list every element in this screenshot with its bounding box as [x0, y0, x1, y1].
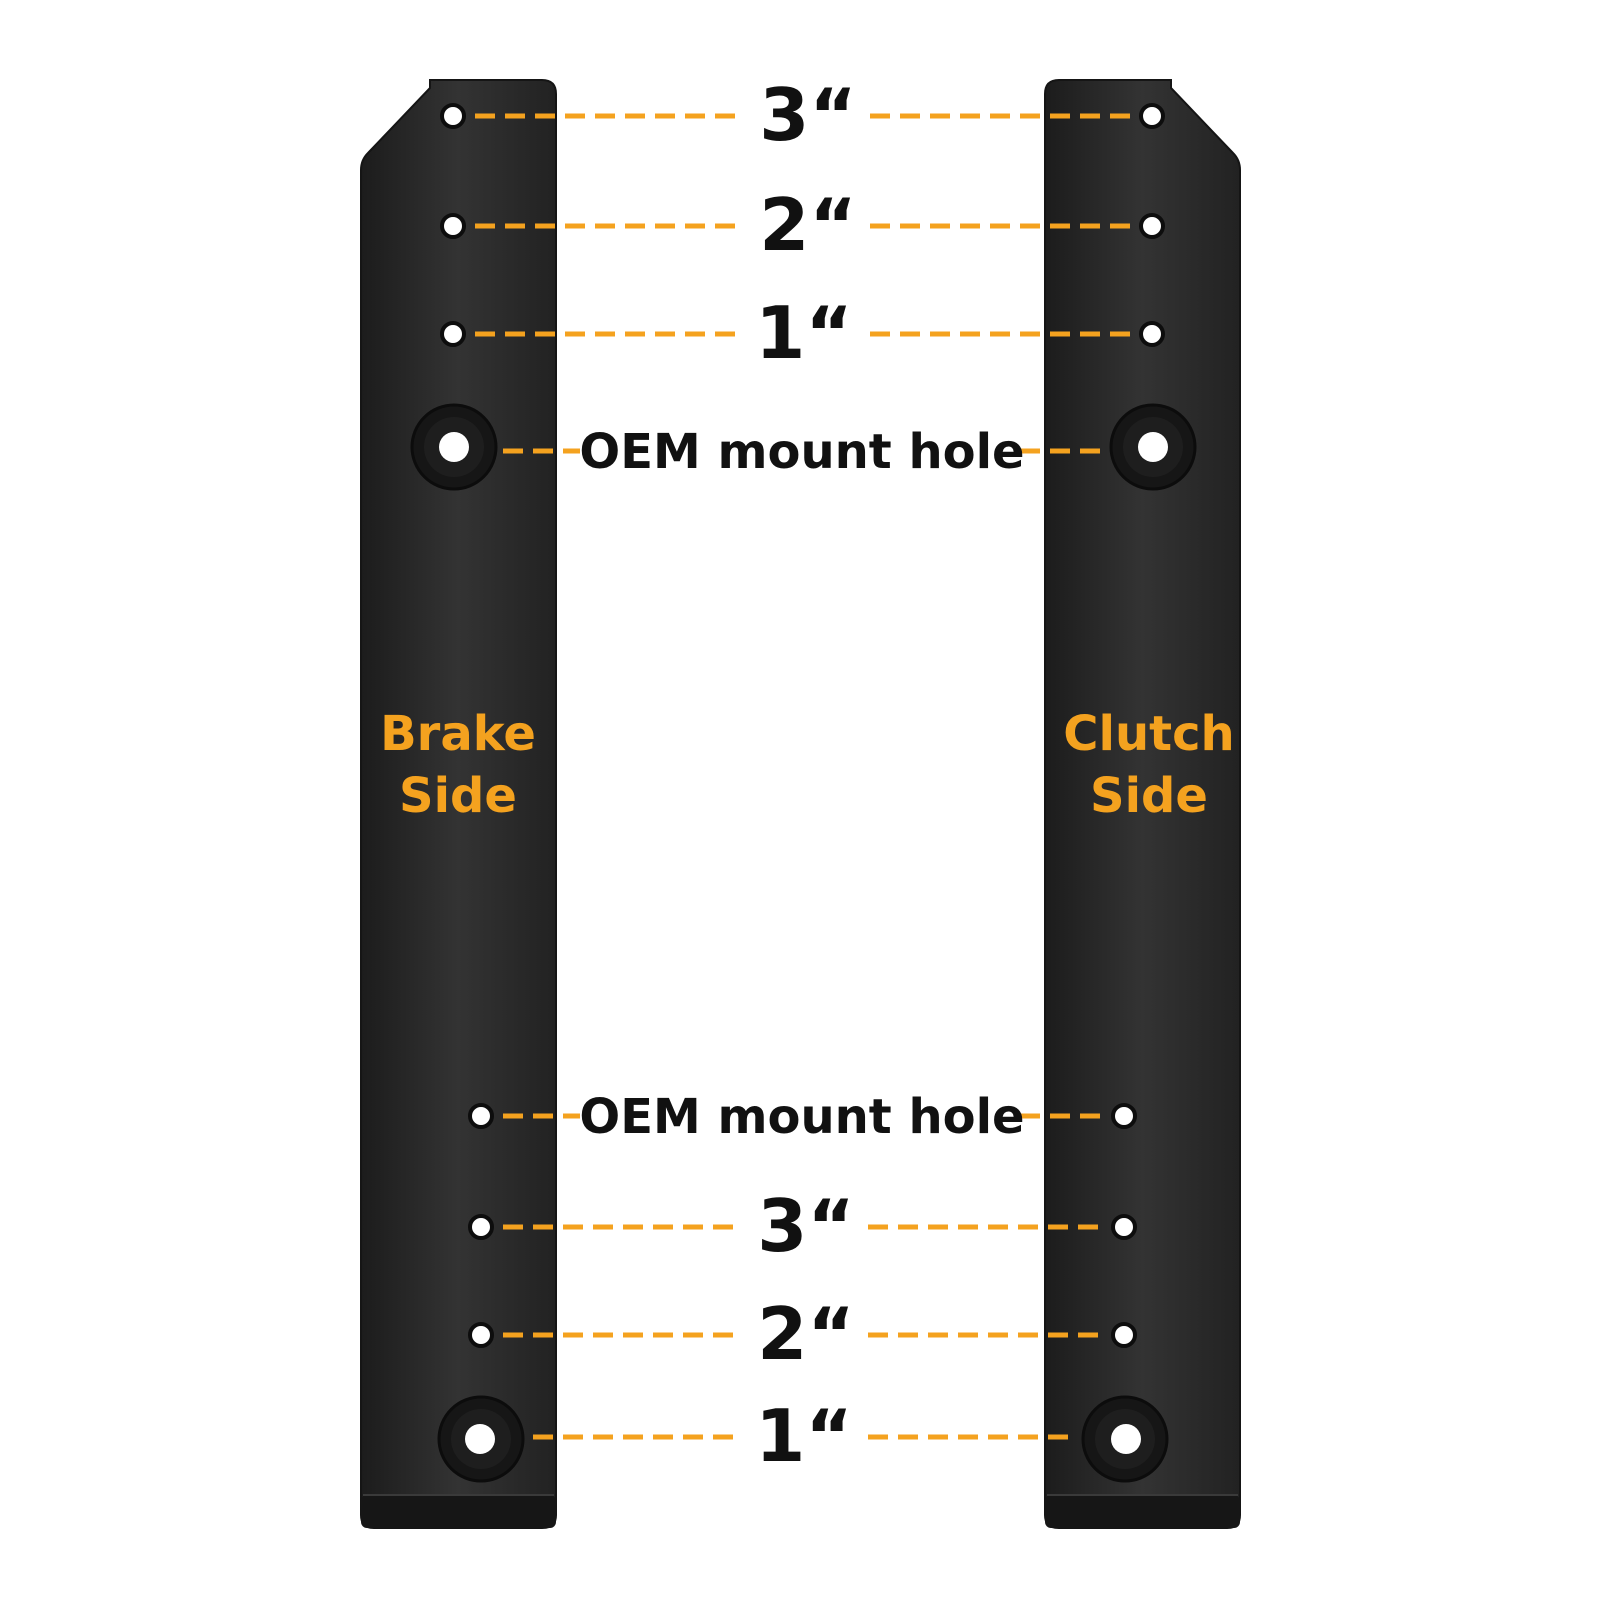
clutch-side-holes — [1081, 103, 1197, 1483]
label-top-3: 3“ — [759, 73, 856, 157]
label-oem-upper: OEM mount hole — [579, 424, 1024, 480]
clutch-hole-top-2 — [1139, 213, 1165, 239]
label-bottom-2: 2“ — [757, 1292, 854, 1376]
clutch-hole-top-3 — [1139, 103, 1165, 129]
label-bottom-3: 3“ — [757, 1184, 854, 1268]
brake-oem-hole-upper — [439, 432, 469, 462]
clutch-oem-hole-lower — [1111, 1103, 1137, 1129]
leader-lines — [475, 113, 1135, 1440]
label-bottom-1: 1“ — [755, 1394, 852, 1478]
label-oem-lower: OEM mount hole — [579, 1089, 1024, 1145]
brake-hole-top-2 — [440, 213, 466, 239]
label-clutch-line2: Side — [1090, 768, 1208, 824]
label-clutch-line1: Clutch — [1063, 706, 1234, 762]
label-brake-line2: Side — [399, 768, 517, 824]
clutch-hole-bottom-1 — [1111, 1424, 1141, 1454]
brake-hole-bottom-1 — [465, 1424, 495, 1454]
brake-hole-bottom-2 — [468, 1322, 494, 1348]
brake-side-holes — [410, 103, 525, 1483]
clutch-bracket-foot — [1045, 1495, 1240, 1528]
labels: 3“ 2“ 1“ OEM mount hole Brake Side Clutc… — [380, 73, 1235, 1478]
brake-hole-top-1 — [440, 321, 466, 347]
brake-bracket-foot — [361, 1495, 556, 1528]
brake-side-bracket — [360, 79, 557, 1529]
clutch-oem-hole-upper — [1138, 432, 1168, 462]
brake-hole-top-3 — [440, 103, 466, 129]
brake-oem-hole-lower — [468, 1103, 494, 1129]
label-top-2: 2“ — [759, 183, 856, 267]
clutch-hole-top-1 — [1139, 321, 1165, 347]
clutch-hole-bottom-2 — [1111, 1322, 1137, 1348]
brake-hole-bottom-3 — [468, 1214, 494, 1240]
label-brake-line1: Brake — [380, 706, 536, 762]
clutch-hole-bottom-3 — [1111, 1214, 1137, 1240]
label-top-1: 1“ — [755, 291, 852, 375]
